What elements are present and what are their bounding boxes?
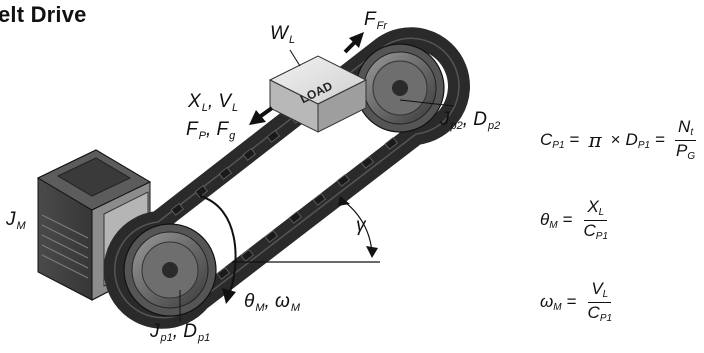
drive-pulley [123,223,217,317]
motor-angle-speed-label: θM, ωM [244,291,301,314]
driven-pulley-label: Jp2, Dp2 [440,109,501,132]
friction-force-label: FFr [364,9,387,32]
force-label: FP, Fg [186,119,236,142]
load-weight-label: WL [270,23,296,46]
page-title: elt Drive [0,2,87,27]
friction-force-arrow [343,32,364,54]
motion-direction-arrow [249,106,274,125]
position-velocity-label: XL, VL [188,91,239,114]
driven-pulley [355,43,445,133]
load-block: LOAD [268,55,368,133]
rotation-arrow [199,195,237,304]
leader-lines [179,49,455,322]
drive-pulley-label: Jp1, Dp1 [150,321,211,344]
motor-inertia-label: JM [6,209,26,232]
incline-angle-label: γ [356,215,366,236]
incline-angle-marker [232,196,380,263]
